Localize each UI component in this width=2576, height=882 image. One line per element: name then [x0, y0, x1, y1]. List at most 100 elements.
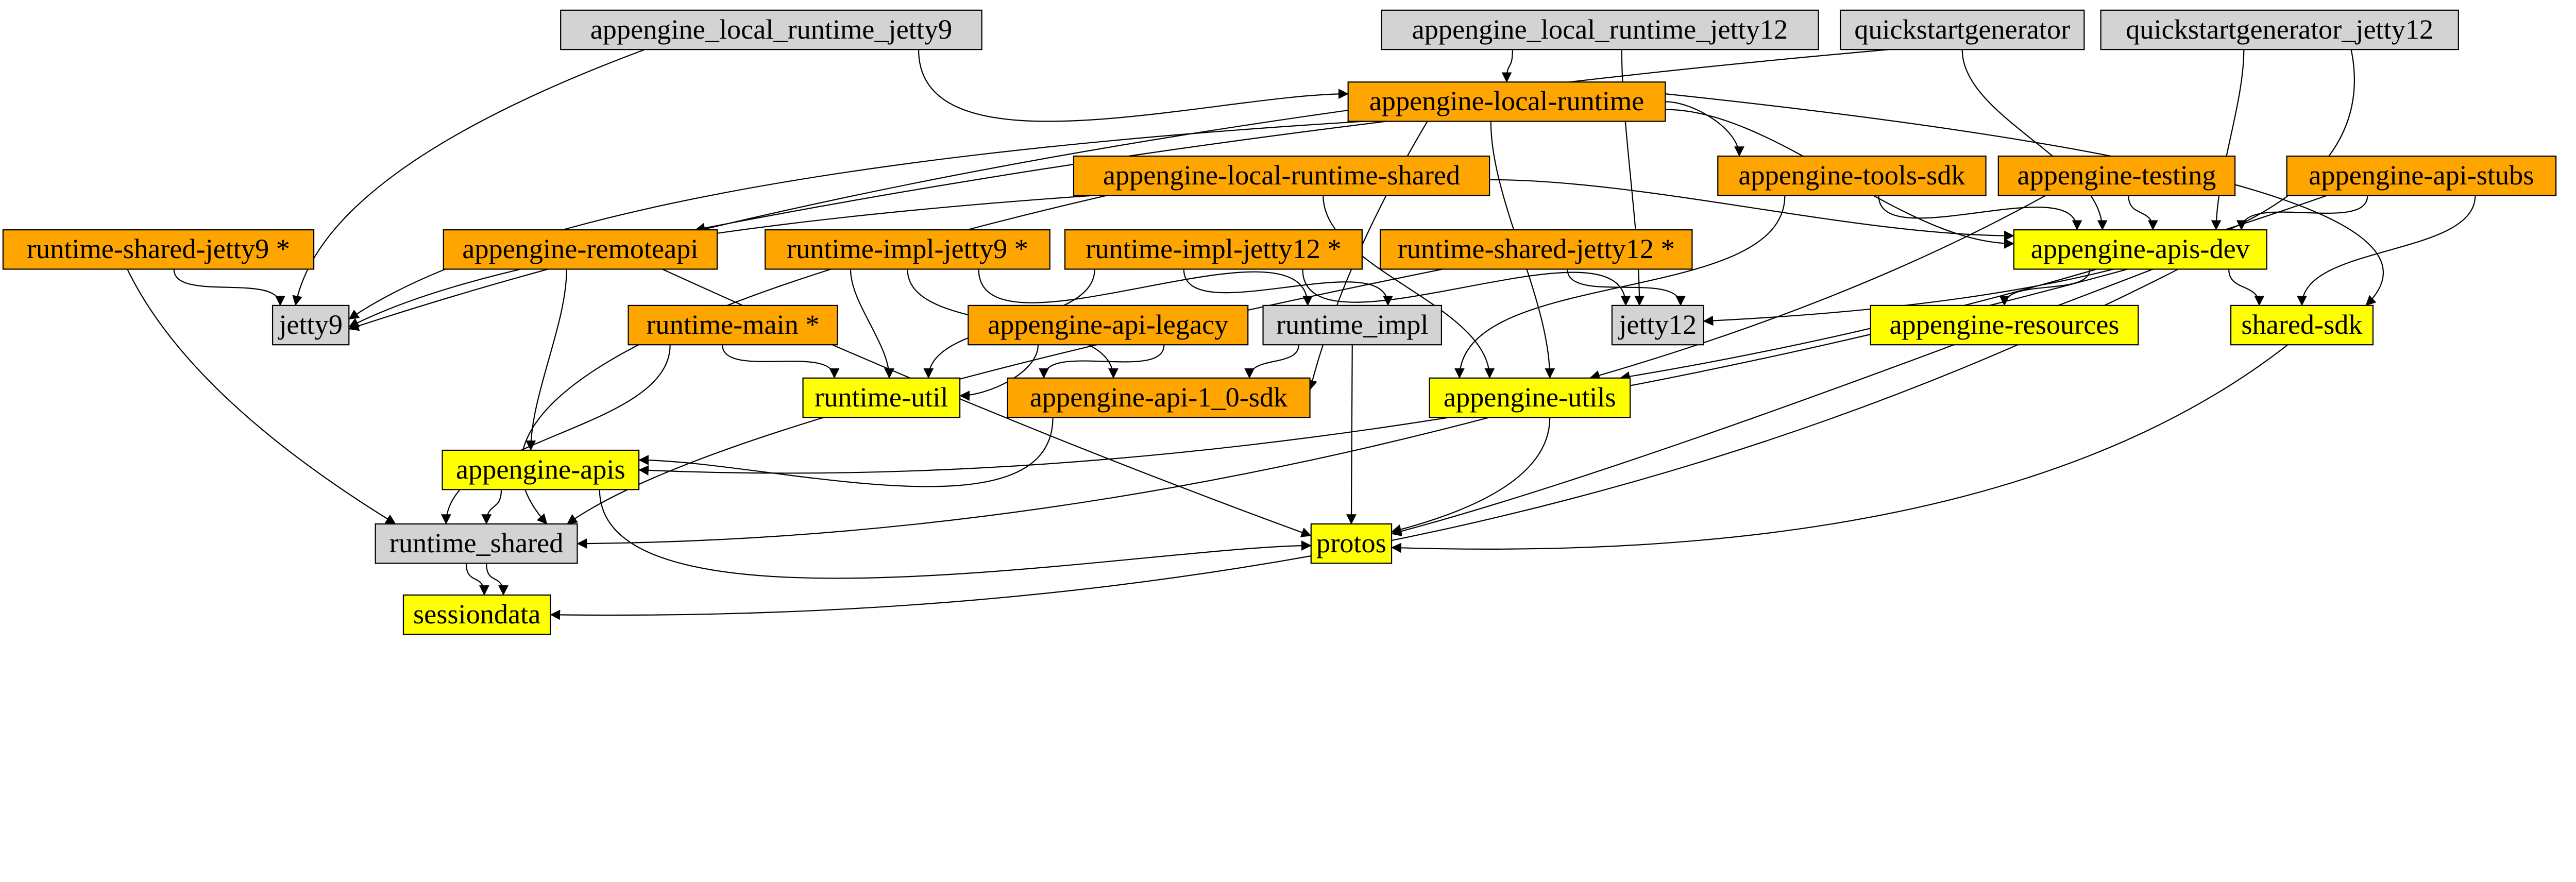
- node-box-appengine-api-legacy: [968, 304, 1249, 346]
- node-label-appengine-api-stubs: appengine-api-stubs: [2309, 160, 2534, 191]
- graph-node-appengine-remoteapi: appengine-remoteapi: [443, 229, 718, 270]
- node-box-appengine-local-runtime: [1347, 81, 1666, 122]
- graph-edge-appengine-remoteapi-to-appengine-apis: [526, 269, 567, 451]
- graph-edge-appengine-apis-dev-to-appengine-resources: [1999, 269, 2091, 306]
- node-box-quickstartgenerator_jetty12: [2100, 9, 2459, 50]
- graph-edge-appengine-local-runtime-shared-to-appengine-apis-dev: [1489, 179, 2014, 241]
- node-box-appengine-apis: [442, 449, 640, 490]
- graph-edge-appengine-utils-to-runtime_shared: [577, 417, 1490, 549]
- graph-node-appengine_local_runtime_jetty12: appengine_local_runtime_jetty12: [1381, 9, 1819, 50]
- graph-edge-runtime-shared-jetty12-to-jetty12: [1567, 269, 1686, 306]
- graph-node-runtime-impl-jetty9: runtime-impl-jetty9 *: [765, 229, 1050, 270]
- graph-edge-appengine-api-stubs-to-appengine-utils: [1619, 195, 2328, 382]
- graph-edge-appengine-apis-dev-to-shared-sdk: [2228, 269, 2265, 306]
- node-label-jetty12: jetty12: [1618, 309, 1697, 340]
- graph-node-jetty12: jetty12: [1611, 304, 1704, 346]
- graph-edge-shared-sdk-to-protos: [1391, 344, 2289, 553]
- graph-node-runtime_impl: runtime_impl: [1262, 304, 1443, 346]
- graph-edge-runtime_impl-to-appengine-api-1_0-sdk: [1244, 345, 1299, 379]
- graph-edge-runtime-main-to-runtime_shared: [440, 345, 671, 525]
- graph-edge-appengine-local-runtime-to-appengine-remoteapi: [694, 121, 1386, 233]
- graph-edge-appengine-local-runtime-to-shared-sdk: [1665, 93, 2384, 306]
- node-box-shared-sdk: [2230, 304, 2374, 346]
- node-box-runtime-main: [628, 304, 838, 346]
- graph-node-appengine-api-legacy: appengine-api-legacy: [968, 304, 1249, 346]
- node-label-jetty9: jetty9: [278, 309, 343, 340]
- graph-edge-appengine-tools-sdk-to-appengine-utils: [1454, 195, 1786, 379]
- node-label-shared-sdk: shared-sdk: [2241, 309, 2363, 340]
- node-box-appengine-resources: [1870, 304, 2139, 346]
- node-box-runtime-impl-jetty9: [765, 229, 1050, 270]
- graph-edge-quickstartgenerator_jetty12-to-appengine-apis-dev: [2211, 49, 2245, 231]
- graph-edge-appengine-testing-to-appengine-utils: [1589, 195, 2046, 381]
- graph-node-shared-sdk: shared-sdk: [2230, 304, 2374, 346]
- graph-node-quickstartgenerator_jetty12: quickstartgenerator_jetty12: [2100, 9, 2459, 50]
- node-label-appengine_local_runtime_jetty12: appengine_local_runtime_jetty12: [1412, 14, 1788, 45]
- node-box-runtime-impl-jetty12: [1064, 229, 1363, 270]
- node-label-appengine-testing: appengine-testing: [2018, 160, 2216, 191]
- graph-edge-appengine-testing-to-appengine-apis-dev: [2128, 195, 2158, 231]
- graph-node-appengine-tools-sdk: appengine-tools-sdk: [1717, 155, 1987, 196]
- graph-node-sessiondata: sessiondata: [402, 594, 551, 635]
- node-label-runtime-impl-jetty9: runtime-impl-jetty9 *: [787, 233, 1028, 264]
- dependency-graph: appengine_local_runtime_jetty9 appengine_…: [2, 9, 2557, 635]
- node-label-appengine-local-runtime-shared: appengine-local-runtime-shared: [1103, 160, 1460, 191]
- node-label-protos: protos: [1316, 528, 1386, 558]
- node-box-protos: [1310, 523, 1393, 564]
- node-box-runtime_shared: [375, 523, 578, 564]
- graph-edge-appengine-apis-to-protos: [599, 489, 1312, 579]
- graph-node-runtime-shared-jetty12: runtime-shared-jetty12 *: [1379, 229, 1693, 270]
- graph-edge-appengine-api-legacy-to-appengine-api-1_0-sdk: [1039, 345, 1165, 379]
- graph-node-appengine-resources: appengine-resources: [1870, 304, 2139, 346]
- graph-node-appengine-utils: appengine-utils: [1429, 377, 1631, 418]
- graph-edge-appengine-local-runtime-to-appengine-tools-sdk: [1665, 101, 1744, 157]
- node-box-jetty9: [272, 304, 350, 346]
- node-label-runtime-impl-jetty12: runtime-impl-jetty12 *: [1086, 233, 1341, 264]
- node-box-appengine-apis-dev: [2013, 229, 2267, 270]
- graph-canvas: appengine_local_runtime_jetty9 appengine_…: [2, 9, 2557, 635]
- node-label-appengine-utils: appengine-utils: [1444, 382, 1616, 413]
- graph-edge-appengine-api-stubs-to-appengine-apis-dev: [2236, 195, 2368, 231]
- graph-edge-quickstartgenerator-to-jetty9: [348, 49, 1889, 331]
- graph-node-quickstartgenerator: quickstartgenerator: [1839, 9, 2085, 50]
- node-label-runtime_impl: runtime_impl: [1276, 309, 1428, 340]
- graph-node-appengine-testing: appengine-testing: [1997, 155, 2236, 196]
- graph-edge-appengine-tools-sdk-to-appengine-apis-dev: [1878, 195, 2082, 231]
- graph-edge-appengine-api-1_0-sdk-to-appengine-apis: [638, 417, 1054, 487]
- node-label-appengine-api-1_0-sdk: appengine-api-1_0-sdk: [1030, 382, 1288, 413]
- graph-edge-runtime_shared-to-sessiondata: [465, 563, 489, 596]
- graph-node-runtime-util: runtime-util: [802, 377, 961, 418]
- node-label-appengine-tools-sdk: appengine-tools-sdk: [1738, 160, 1965, 191]
- node-label-appengine-local-runtime: appengine-local-runtime: [1369, 86, 1645, 116]
- node-box-runtime-shared-jetty12: [1379, 229, 1693, 270]
- node-layer: appengine_local_runtime_jetty9 appengine_…: [2, 9, 2557, 635]
- node-box-runtime-util: [802, 377, 961, 418]
- graph-edge-appengine-local-runtime-to-jetty9: [348, 121, 1364, 320]
- node-box-appengine-local-runtime-shared: [1073, 155, 1490, 196]
- node-box-appengine_local_runtime_jetty9: [560, 9, 982, 50]
- graph-edge-runtime-impl-jetty12-to-jetty12: [1302, 269, 1631, 306]
- graph-edge-runtime_impl-to-protos: [1346, 345, 1357, 525]
- graph-edge-appengine_local_runtime_jetty9-to-appengine-local-runtime: [918, 49, 1349, 122]
- node-label-runtime-util: runtime-util: [815, 382, 948, 413]
- graph-edge-appengine-apis-dev-to-appengine-apis: [638, 268, 2128, 476]
- node-box-quickstartgenerator: [1839, 9, 2085, 50]
- graph-node-appengine-local-runtime: appengine-local-runtime: [1347, 81, 1666, 122]
- node-box-appengine-utils: [1429, 377, 1631, 418]
- node-label-runtime-shared-jetty12: runtime-shared-jetty12 *: [1398, 233, 1675, 264]
- node-label-sessiondata: sessiondata: [413, 599, 540, 630]
- node-box-runtime-shared-jetty9: [2, 229, 315, 270]
- node-box-appengine-tools-sdk: [1717, 155, 1987, 196]
- node-label-appengine-api-legacy: appengine-api-legacy: [988, 309, 1228, 340]
- graph-node-appengine-api-stubs: appengine-api-stubs: [2286, 155, 2557, 196]
- node-label-appengine_local_runtime_jetty9: appengine_local_runtime_jetty9: [590, 14, 952, 45]
- graph-edge-appengine_local_runtime_jetty12-to-appengine-local-runtime: [1501, 49, 1513, 83]
- node-label-runtime-shared-jetty9: runtime-shared-jetty9 *: [27, 233, 290, 264]
- node-box-appengine-api-stubs: [2286, 155, 2557, 196]
- graph-node-appengine-apis: appengine-apis: [442, 449, 640, 490]
- graph-edge-runtime-impl-jetty12-to-runtime_impl: [1183, 269, 1393, 306]
- graph-node-runtime-main: runtime-main *: [628, 304, 838, 346]
- graph-node-appengine-apis-dev: appengine-apis-dev: [2013, 229, 2267, 270]
- graph-edge-runtime-main-to-runtime-util: [722, 345, 840, 379]
- node-label-quickstartgenerator: quickstartgenerator: [1854, 14, 2070, 45]
